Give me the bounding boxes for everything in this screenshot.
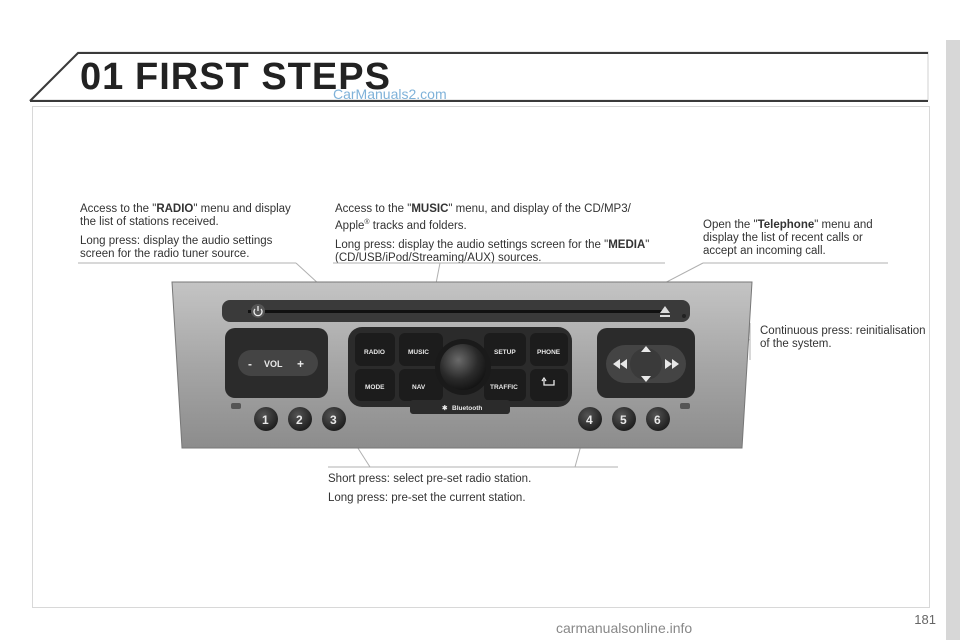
nav-button: [399, 369, 443, 401]
music-callout: Access to the "MUSIC" menu, and display …: [335, 203, 650, 264]
music-button-label: MUSIC: [408, 349, 429, 356]
up-arrow-icon: [641, 346, 651, 352]
preset-4: 4: [586, 413, 593, 427]
bluetooth-icon: ✱: [442, 404, 448, 412]
power-icon: [253, 306, 263, 317]
back-icon: [541, 376, 555, 386]
page-number: 181: [914, 612, 936, 627]
content-frame: [32, 106, 930, 608]
radio-callout: Access to the "RADIO" menu and display t…: [80, 203, 291, 260]
chapter-title: FIRST STEPS: [135, 56, 391, 98]
footer-watermark: carmanualsonline.info: [556, 620, 693, 636]
presets-callout: Short press: select pre-set radio statio…: [328, 473, 532, 504]
preset-6: 6: [654, 413, 661, 427]
header-banner: [28, 51, 929, 102]
preset-2: 2: [296, 413, 303, 427]
setup-button: [484, 333, 526, 366]
volume-minus: -: [248, 357, 252, 371]
mode-button-label: MODE: [365, 384, 385, 391]
preset-1: 1: [262, 413, 269, 427]
preset-3: 3: [330, 413, 337, 427]
chapter-number: 01: [80, 56, 125, 98]
rewind-icon: [613, 359, 627, 369]
eject-callout: Continuous press: reinitialisation of th…: [760, 325, 926, 350]
nav-button-label: NAV: [412, 384, 426, 391]
phone-button-label: PHONE: [537, 349, 561, 356]
down-arrow-icon: [641, 376, 651, 382]
radio-button-label: RADIO: [364, 349, 385, 356]
volume-plus: +: [297, 357, 304, 371]
mode-button: [355, 369, 395, 401]
eject-icon: [660, 306, 670, 317]
fast-forward-icon: [665, 359, 679, 369]
telephone-callout: Open the "Telephone" menu and display th…: [703, 219, 873, 257]
preset-buttons: 1 2 3 4 5 6: [254, 407, 670, 431]
volume-label: VOL: [264, 359, 283, 369]
setup-button-label: SETUP: [494, 349, 516, 356]
traffic-button: [484, 369, 526, 401]
music-button: [399, 333, 443, 366]
phone-button: [530, 333, 568, 366]
radio-button: [355, 333, 395, 366]
side-bar: [946, 40, 960, 640]
traffic-button-label: TRAFFIC: [490, 384, 518, 391]
preset-5: 5: [620, 413, 627, 427]
bluetooth-label: Bluetooth: [452, 405, 482, 412]
watermark: CarManuals2.com: [333, 86, 447, 102]
